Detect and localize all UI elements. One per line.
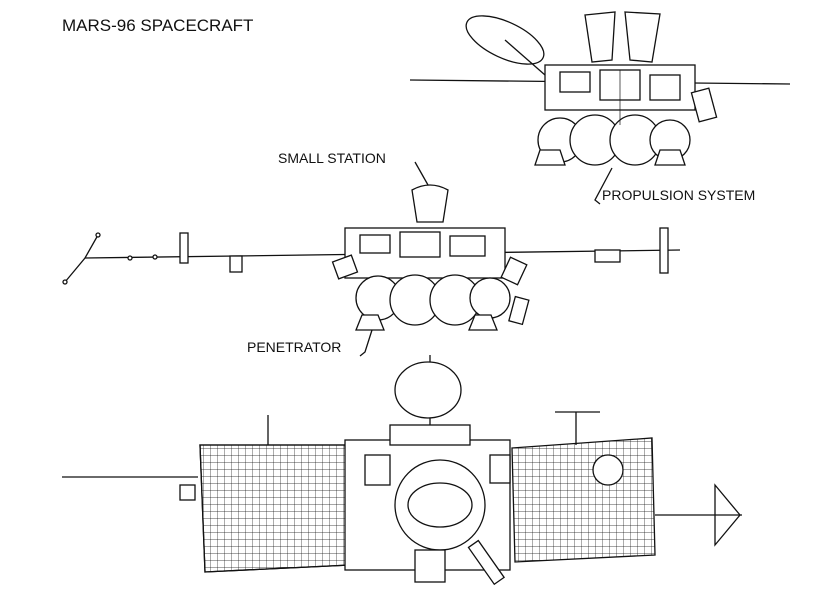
label-small-station: SMALL STATION	[278, 150, 386, 166]
penetrator-leader-line	[359, 329, 373, 357]
propulsion-leader-line	[594, 167, 613, 205]
small-station-leader-line	[414, 161, 429, 186]
plan-view	[62, 355, 742, 586]
side-view-middle	[62, 184, 681, 331]
diagram-title: MARS-96 SPACECRAFT	[62, 16, 253, 35]
side-view-upper	[409, 11, 791, 166]
label-penetrator: PENETRATOR	[247, 339, 341, 355]
label-propulsion-system: PROPULSION SYSTEM	[602, 187, 755, 203]
